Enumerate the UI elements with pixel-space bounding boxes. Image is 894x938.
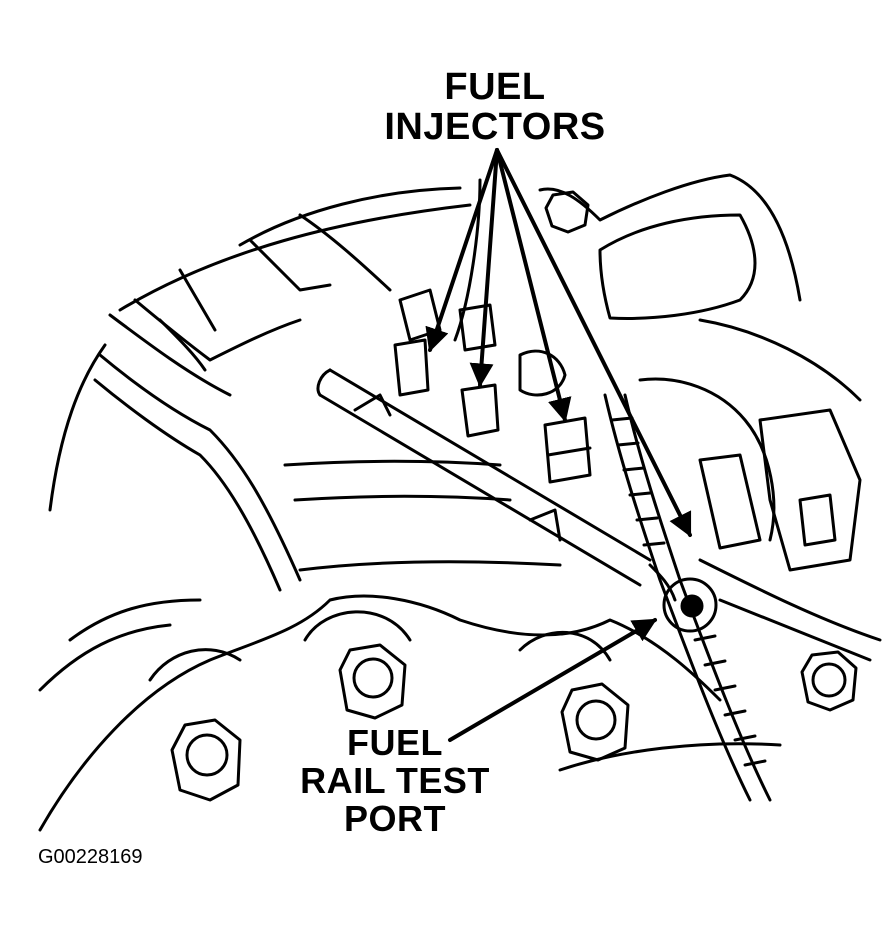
bolt-3: [560, 682, 630, 762]
figure-id: G00228169: [38, 846, 143, 868]
bolt-4: [800, 650, 858, 712]
test-port-label-line1: FUEL: [347, 722, 443, 763]
flange-bolts: [170, 190, 858, 802]
fuel-injectors-label-line1: FUEL: [444, 66, 546, 108]
fuel-rail-test-port-label: FUEL RAIL TEST PORT: [280, 724, 510, 837]
test-port-label-line2: RAIL TEST: [300, 759, 490, 801]
fuel-injectors-label-line2: INJECTORS: [384, 105, 606, 148]
test-port-leader-arrow: [448, 618, 658, 742]
bolt-2: [338, 643, 407, 720]
right-side-components: [638, 377, 882, 662]
fuel-rail: [316, 368, 718, 633]
intake-runners: [38, 298, 562, 692]
bolt-1: [170, 718, 242, 802]
fuel-injector-group: [393, 288, 592, 484]
fuel-injectors-label: FUEL INJECTORS: [360, 66, 630, 148]
bolt-5: [544, 190, 590, 234]
injector-leader-arrows: [425, 148, 692, 538]
wiring-harness: [603, 393, 772, 802]
test-port-label-line3: PORT: [343, 797, 446, 839]
engine-cover-outline: [118, 173, 862, 402]
